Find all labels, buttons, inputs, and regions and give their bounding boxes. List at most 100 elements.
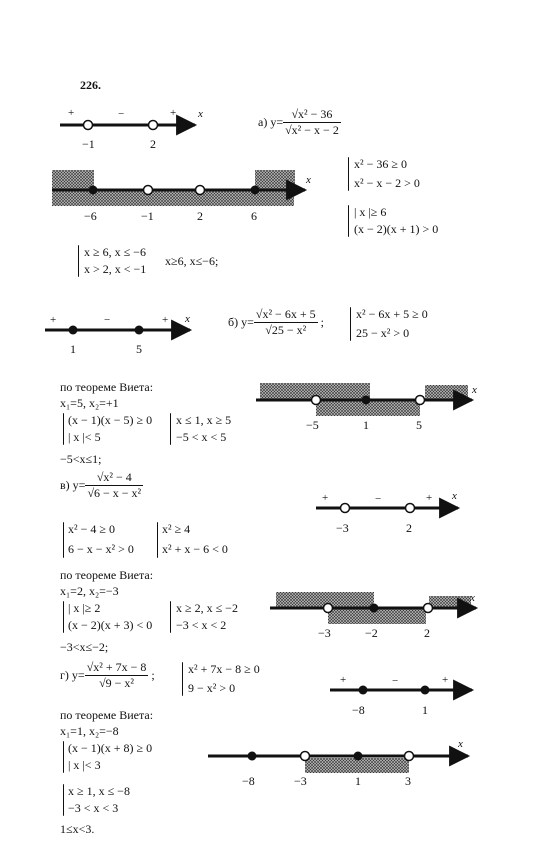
system-brace	[63, 413, 64, 445]
equation: x ≥ 2, x ≤ −2	[176, 601, 238, 615]
roots: x₁=2, x₂=−3	[60, 584, 119, 598]
a-hatch-right-top	[255, 170, 295, 192]
a-formula: а) y=√x² − 36√x² − x − 2	[258, 107, 341, 138]
tick-label: −5	[306, 418, 319, 432]
c-formula: в) y=√x² − 4√6 − x − x²	[60, 470, 144, 501]
sign: −	[375, 493, 382, 505]
tick-label: −1	[141, 209, 154, 223]
equation: (x − 1)(x − 5) ≥ 0	[68, 413, 153, 427]
problem-number: 226.	[80, 78, 101, 92]
denominator: √6 − x − x²	[87, 486, 142, 500]
equation: | x |≥ 6	[354, 205, 387, 219]
separator: ;	[320, 315, 324, 329]
sign: +	[322, 492, 329, 504]
a-hatch-bottom	[52, 190, 294, 206]
tick-label: 6	[251, 209, 257, 223]
b-number-line-2	[256, 383, 475, 416]
sign: +	[340, 674, 347, 686]
equation: 25 − x² > 0	[356, 326, 410, 340]
equation: x² + x − 6 < 0	[162, 542, 228, 556]
c-number-line-1	[316, 497, 461, 519]
equation: x ≥ 6, x ≤ −6	[84, 245, 146, 259]
vieta-heading: по теореме Виета:	[60, 568, 154, 582]
equation: x² ≥ 4	[162, 522, 191, 536]
tick-label: −3	[318, 626, 331, 640]
equation: x ≥ 1, x ≤ −8	[68, 784, 130, 798]
system-brace	[157, 522, 158, 558]
denominator: √9 − x²	[99, 676, 135, 690]
equation: −3 < x < 2	[176, 618, 227, 632]
vieta-heading: по теореме Виета:	[60, 708, 154, 722]
system-brace	[170, 601, 171, 633]
tick-label: 5	[136, 342, 142, 356]
system-brace	[63, 784, 64, 816]
tick-label: 1	[363, 418, 369, 432]
a-point-filled	[88, 185, 98, 195]
tick-label: −3	[294, 774, 307, 788]
d-formula: г) y=√x² + 7x − 8√9 − x²;	[60, 660, 155, 691]
numerator: √x² + 7x − 8	[84, 660, 149, 676]
tick-label: −8	[352, 703, 365, 717]
tick-label: −2	[365, 626, 378, 640]
denominator: √x² − x − 2	[285, 123, 339, 137]
axis-label: x	[472, 384, 477, 396]
equation: (x − 2)(x + 3) < 0	[68, 618, 153, 632]
numerator: √x² − 6x + 5	[253, 307, 318, 323]
equation: x > 2, x < −1	[84, 262, 147, 276]
a-point-filled	[250, 185, 260, 195]
a-number-line-2	[52, 170, 308, 206]
tick-label: 1	[355, 774, 361, 788]
formula-prefix: б) y=	[228, 315, 254, 329]
b-number-line-1	[45, 319, 193, 341]
system-brace	[78, 245, 79, 277]
equation: x² − x − 2 > 0	[354, 176, 420, 190]
a-point-open	[82, 119, 94, 131]
equation: −3 < x < 3	[68, 801, 119, 815]
equation: | x |< 5	[68, 430, 101, 444]
system-brace	[348, 205, 349, 237]
a-point-open	[147, 119, 159, 131]
tick-label: 5	[416, 418, 422, 432]
tick-label: 2	[424, 626, 430, 640]
system-brace	[63, 601, 64, 633]
answer: 1≤x<3.	[60, 822, 95, 836]
tick-label: −3	[336, 521, 349, 535]
system-brace	[348, 157, 349, 191]
answer: x≥6, x≤−6;	[165, 254, 219, 268]
roots: x₁=5, x₂=+1	[60, 396, 119, 410]
tick-label: 1	[422, 703, 428, 717]
equation: | x |< 3	[68, 758, 101, 772]
sign: +	[170, 107, 177, 119]
a-hatch-left-top	[52, 170, 94, 192]
answer: −3<x≤−2;	[60, 640, 109, 654]
system-brace	[63, 741, 64, 773]
tick-label: 1	[70, 342, 76, 356]
roots: x₁=1, x₂=−8	[60, 724, 119, 738]
a-point-open	[194, 184, 206, 196]
axis-label: x	[198, 108, 203, 120]
sign: −	[104, 314, 111, 326]
axis-label: x	[452, 490, 457, 502]
tick-label: −6	[84, 209, 97, 223]
c-number-line-2	[270, 592, 479, 624]
a-number-line-1	[60, 114, 198, 136]
axis-label: x	[185, 313, 190, 325]
equation: x² − 6x + 5 ≥ 0	[356, 307, 428, 321]
vieta-heading: по теореме Виета:	[60, 380, 154, 394]
tick-label: 2	[150, 137, 156, 151]
tick-label: 3	[405, 774, 411, 788]
equation: 9 − x² > 0	[188, 681, 236, 695]
system-brace	[182, 662, 183, 696]
numerator: √x² − 36	[283, 107, 341, 123]
sign: −	[392, 675, 399, 687]
equation: x² − 4 ≥ 0	[68, 522, 115, 536]
b-formula: б) y=√x² − 6x + 5√25 − x²;	[228, 307, 324, 338]
sign: +	[162, 314, 169, 326]
equation: | x |≥ 2	[68, 601, 101, 615]
formula-prefix: г) y=	[60, 668, 85, 682]
system-brace	[350, 307, 351, 341]
d-number-line-1	[330, 679, 475, 701]
tick-label: −8	[242, 774, 255, 788]
equation: 6 − x − x² > 0	[68, 542, 134, 556]
